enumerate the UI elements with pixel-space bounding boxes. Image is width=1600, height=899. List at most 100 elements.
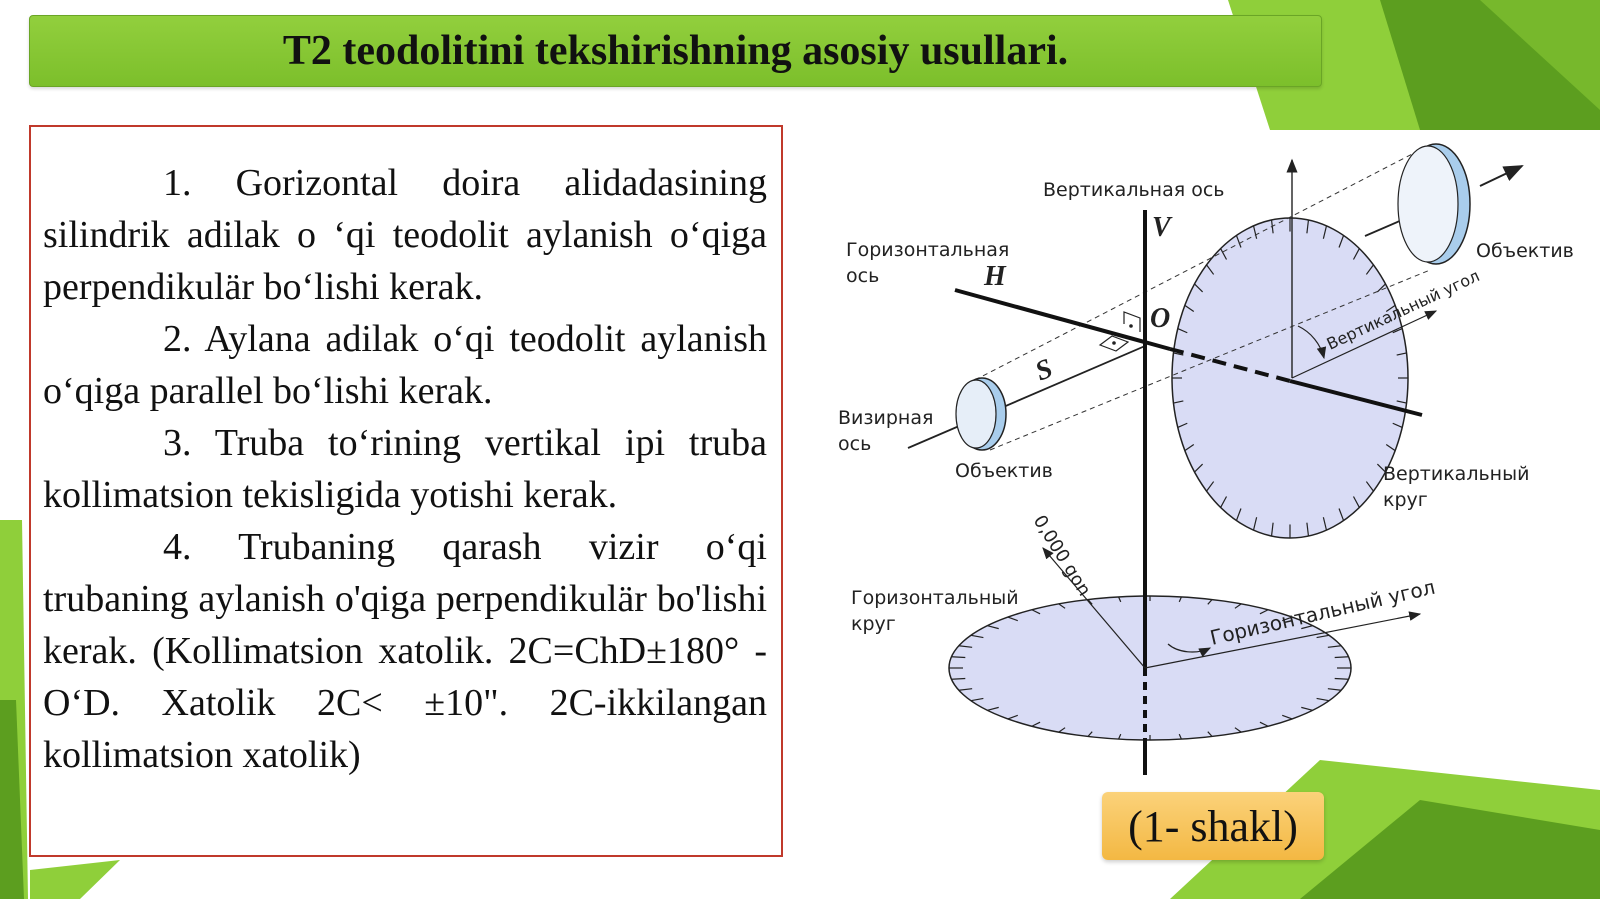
horizontal-angle-line (1144, 611, 1422, 669)
circle-tick (1184, 443, 1195, 452)
H-label: H (983, 261, 1007, 292)
requirement-item-3: 3. Truba to‘rining vertikal ipi truba ko… (43, 422, 767, 516)
horizontal-axis-right (1289, 379, 1423, 417)
circle-tick (1235, 235, 1242, 248)
circle-tick (1259, 609, 1269, 615)
sight-direction-arrow (1479, 165, 1524, 187)
circle-tick (1184, 304, 1195, 313)
circle-tick (1365, 264, 1374, 275)
circle-tick (1173, 400, 1184, 404)
circle-tick (1334, 656, 1349, 659)
circle-tick (1118, 733, 1122, 740)
circle-tick (1396, 400, 1407, 404)
circle-tick (1234, 603, 1242, 609)
circle-tick (1392, 328, 1403, 334)
circle-tick (1306, 219, 1310, 234)
circle-tick (951, 677, 966, 680)
circle-tick (1396, 352, 1407, 356)
objective-right-label: Объектив (1476, 240, 1574, 262)
circle-tick (1259, 721, 1269, 727)
circle-tick (1252, 225, 1258, 239)
O-label: O (1150, 303, 1170, 334)
circle-tick (1235, 508, 1242, 521)
circle-tick (1058, 603, 1066, 609)
circle-tick (1352, 496, 1360, 508)
circle-tick (1392, 422, 1403, 428)
circle-tick (1301, 625, 1313, 630)
circle-tick (1322, 225, 1328, 239)
vertical-angle-arc (1297, 325, 1327, 360)
right-angle-dot-top (1129, 324, 1133, 328)
circle-tick (987, 625, 999, 630)
vertical-circle-label-1: Вертикальный (1383, 463, 1529, 485)
circle-tick (1087, 731, 1093, 737)
circle-tick (1087, 599, 1093, 605)
vertical-axis-label: Вертикальная ось (1043, 179, 1224, 201)
horizontal-circle-label-2: круг (851, 613, 896, 635)
circle-angle-radius (1291, 310, 1438, 379)
circle-tick (1220, 496, 1228, 508)
circle-tick (951, 656, 966, 659)
circle-tick (1376, 283, 1386, 293)
circle-tick (958, 688, 973, 691)
circle-tick (1282, 714, 1293, 720)
circle-tick (1327, 688, 1342, 691)
requirements-text-box: 1. Gorizontal doira alidadasining silind… (29, 125, 783, 857)
right-angle-marker-bottom (1098, 335, 1130, 352)
circle-tick (1031, 609, 1041, 615)
circle-tick (1194, 463, 1204, 473)
circle-tick (1234, 727, 1242, 733)
circle-tick (1322, 517, 1328, 531)
horizontal-axis-label-2: ось (846, 265, 879, 287)
horizontal-angle-arc (1167, 643, 1212, 658)
circle-tick (1338, 235, 1345, 248)
circle-tick (1007, 714, 1018, 720)
sight-axis-label-1: Визирная (838, 407, 933, 429)
circle-tick (987, 706, 999, 711)
circle-tick (1301, 706, 1313, 711)
circle-tick (970, 697, 984, 702)
circle-tick (1385, 443, 1396, 452)
circle-tick (1376, 463, 1386, 473)
circle-tick (1338, 508, 1345, 521)
requirement-item-4: 4. Trubaning qarash vizir o‘qi trubaning… (43, 526, 767, 776)
objective-left-label: Объектив (955, 460, 1053, 482)
zero-direction-line (1042, 547, 1146, 669)
sight-axis-label-2: ось (838, 433, 871, 455)
circle-tick (1385, 304, 1396, 313)
circle-tick (1206, 481, 1215, 492)
circle-tick (1207, 731, 1213, 737)
sight-axis-line (907, 345, 1146, 449)
circle-tick (1282, 616, 1293, 622)
title-bar: T2 teodolitini tekshirishning asosiy usu… (29, 15, 1322, 87)
horizontal-axis-label-1: Горизонтальная (846, 239, 1009, 261)
circle-tick (1178, 596, 1182, 603)
slide-title: T2 teodolitini tekshirishning asosiy usu… (282, 28, 1069, 74)
requirement-item-1: 1. Gorizontal doira alidadasining silind… (43, 162, 767, 308)
zero-gon-label: 0,000 gon (1029, 512, 1095, 600)
circle-tick (1365, 481, 1374, 492)
horizontal-axis-line (954, 288, 1171, 351)
circle-tick (1316, 697, 1330, 702)
sight-envelope-lines (974, 149, 1431, 451)
circle-tick (1352, 248, 1360, 260)
figure-caption-text: (1- shakl) (1128, 801, 1298, 851)
figure-caption: (1- shakl) (1102, 792, 1324, 860)
horizontal-circle-label-1: Горизонтальный (851, 587, 1019, 609)
circle-tick (958, 645, 973, 648)
circle-tick (1118, 596, 1122, 603)
circle-tick (1177, 328, 1188, 334)
right-angle-marker-top (1123, 311, 1141, 332)
circle-tick (1220, 248, 1228, 260)
circle-tick (1206, 264, 1215, 275)
circle-tick (1177, 422, 1188, 428)
circle-tick (1334, 677, 1349, 680)
circle-tick (1007, 616, 1018, 622)
V-label: V (1152, 212, 1173, 243)
circle-tick (1207, 599, 1213, 605)
circle-tick (970, 634, 984, 639)
circle-tick (1173, 352, 1184, 356)
circle-tick (1178, 733, 1182, 740)
vertical-circle-label-2: круг (1383, 489, 1428, 511)
